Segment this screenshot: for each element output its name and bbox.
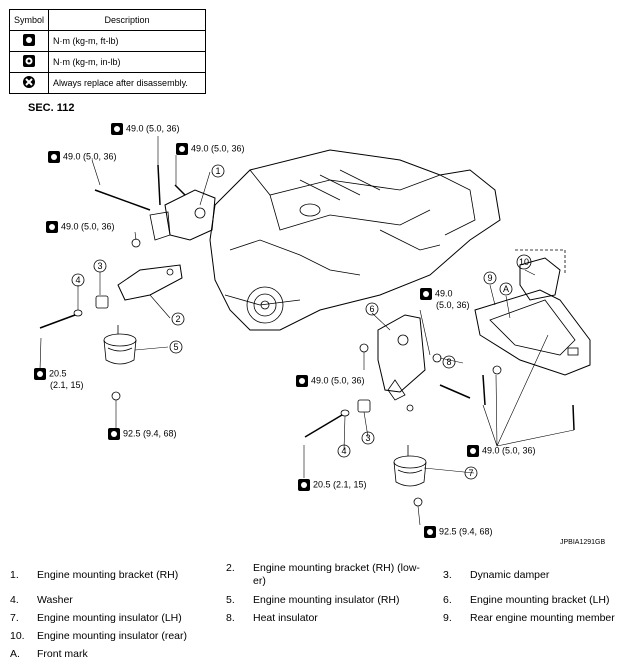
svg-text:4: 4 bbox=[341, 446, 346, 456]
engine-mounting-insulator-rear bbox=[515, 249, 566, 301]
callout-4b: 4 bbox=[337, 444, 351, 458]
engine-mount-diagram: 1 2 3 4 5 6 8 3 4 7 9 10 A bbox=[39, 136, 591, 526]
svg-text:3: 3 bbox=[97, 261, 102, 271]
torque-callout: 49.0 (5.0, 36) bbox=[467, 445, 536, 457]
figure-id: JPBIA1291GB bbox=[560, 539, 606, 546]
nut bbox=[413, 497, 423, 507]
legend-symbol-cell bbox=[8, 51, 50, 73]
torque-callout: 49.0(5.0, 36) bbox=[420, 288, 470, 311]
svg-text:8: 8 bbox=[446, 357, 451, 367]
torque-callout: 49.0 (5.0, 36) bbox=[111, 123, 180, 135]
bolt bbox=[304, 414, 343, 438]
engine-mounting-bracket-lh bbox=[377, 314, 426, 401]
bolt bbox=[39, 314, 76, 329]
callout-5: 5 bbox=[169, 340, 183, 354]
svg-text:1: 1 bbox=[215, 166, 220, 176]
legend-row-text: Always replace after disassembly. bbox=[48, 72, 206, 94]
bolt bbox=[439, 384, 471, 399]
section-label: SEC. 112 bbox=[28, 102, 75, 114]
svg-text:5: 5 bbox=[173, 342, 178, 352]
nut bbox=[359, 343, 369, 353]
svg-text:9: 9 bbox=[487, 273, 492, 283]
heat-insulator bbox=[432, 353, 442, 363]
callout-10: 10 bbox=[516, 254, 532, 270]
bolt bbox=[174, 184, 186, 196]
callout-4: 4 bbox=[71, 273, 85, 287]
torque-wrench-icon bbox=[467, 445, 479, 457]
torque-callout: 49.0 (5.0, 36) bbox=[48, 151, 117, 163]
torque-wrench-icon bbox=[298, 479, 310, 491]
torque-callout: 49.0 (5.0, 36) bbox=[296, 375, 365, 387]
bolt bbox=[157, 164, 161, 206]
legend-symbol-cell bbox=[8, 30, 50, 52]
rear-engine-mounting-member bbox=[474, 289, 591, 376]
callout-1: 1 bbox=[211, 164, 225, 178]
bolt bbox=[572, 404, 575, 431]
torque-wrench-icon bbox=[108, 428, 120, 440]
torque-wrench-inlb-icon bbox=[23, 55, 35, 67]
svg-text:4: 4 bbox=[75, 275, 80, 285]
nut bbox=[406, 404, 414, 412]
callout-3b: 3 bbox=[361, 431, 375, 445]
callout-a: A bbox=[499, 282, 513, 296]
torque-callout: 49.0 (5.0, 36) bbox=[176, 143, 245, 155]
legend-symbol-cell bbox=[8, 72, 50, 94]
engine-mounting-bracket-rh-lower bbox=[117, 264, 183, 301]
torque-callout: 20.5 (2.1, 15) bbox=[298, 479, 367, 491]
nut bbox=[492, 365, 502, 375]
svg-text:2: 2 bbox=[175, 314, 180, 324]
torque-wrench-icon bbox=[296, 375, 308, 387]
svg-text:A: A bbox=[503, 284, 509, 294]
torque-wrench-icon bbox=[420, 288, 432, 300]
washer-lh bbox=[340, 409, 350, 417]
torque-callout: 92.5 (9.4, 68) bbox=[108, 428, 177, 440]
svg-text:3: 3 bbox=[365, 433, 370, 443]
nut bbox=[111, 391, 121, 401]
torque-callout: 20.5(2.1, 15) bbox=[34, 368, 84, 391]
callout-3: 3 bbox=[93, 259, 107, 273]
torque-wrench-icon bbox=[46, 221, 58, 233]
torque-callout: 92.5 (9.4, 68) bbox=[424, 526, 493, 538]
torque-wrench-icon bbox=[23, 34, 35, 46]
torque-wrench-icon bbox=[48, 151, 60, 163]
dynamic-damper bbox=[95, 295, 109, 309]
replace-icon bbox=[23, 76, 35, 88]
svg-text:6: 6 bbox=[369, 304, 374, 314]
engine-mounting-insulator-rh bbox=[103, 325, 137, 365]
torque-wrench-icon bbox=[424, 526, 436, 538]
engine-mounting-bracket-rh bbox=[149, 189, 216, 241]
dynamic-damper-lh bbox=[357, 399, 371, 413]
svg-text:10: 10 bbox=[519, 257, 529, 267]
svg-text:7: 7 bbox=[468, 468, 473, 478]
torque-wrench-icon bbox=[176, 143, 188, 155]
callout-2: 2 bbox=[171, 312, 185, 326]
symbol-legend-table: Symbol Description N·m (kg-m, ft-lb) N·m… bbox=[8, 9, 206, 94]
bolt bbox=[94, 189, 151, 211]
callout-8: 8 bbox=[442, 355, 456, 369]
callout-7: 7 bbox=[464, 466, 478, 480]
bolt bbox=[482, 374, 486, 406]
torque-callout: 49.0 (5.0, 36) bbox=[46, 221, 115, 233]
callout-9: 9 bbox=[483, 271, 497, 285]
callout-6: 6 bbox=[365, 302, 379, 316]
washer bbox=[73, 309, 83, 317]
nut bbox=[131, 238, 141, 248]
engine-mounting-insulator-lh bbox=[393, 445, 427, 487]
crank-pulley bbox=[246, 286, 284, 324]
torque-wrench-icon bbox=[111, 123, 123, 135]
engine-block bbox=[209, 149, 501, 331]
leader-lines bbox=[39, 136, 575, 526]
torque-wrench-icon bbox=[34, 368, 46, 380]
